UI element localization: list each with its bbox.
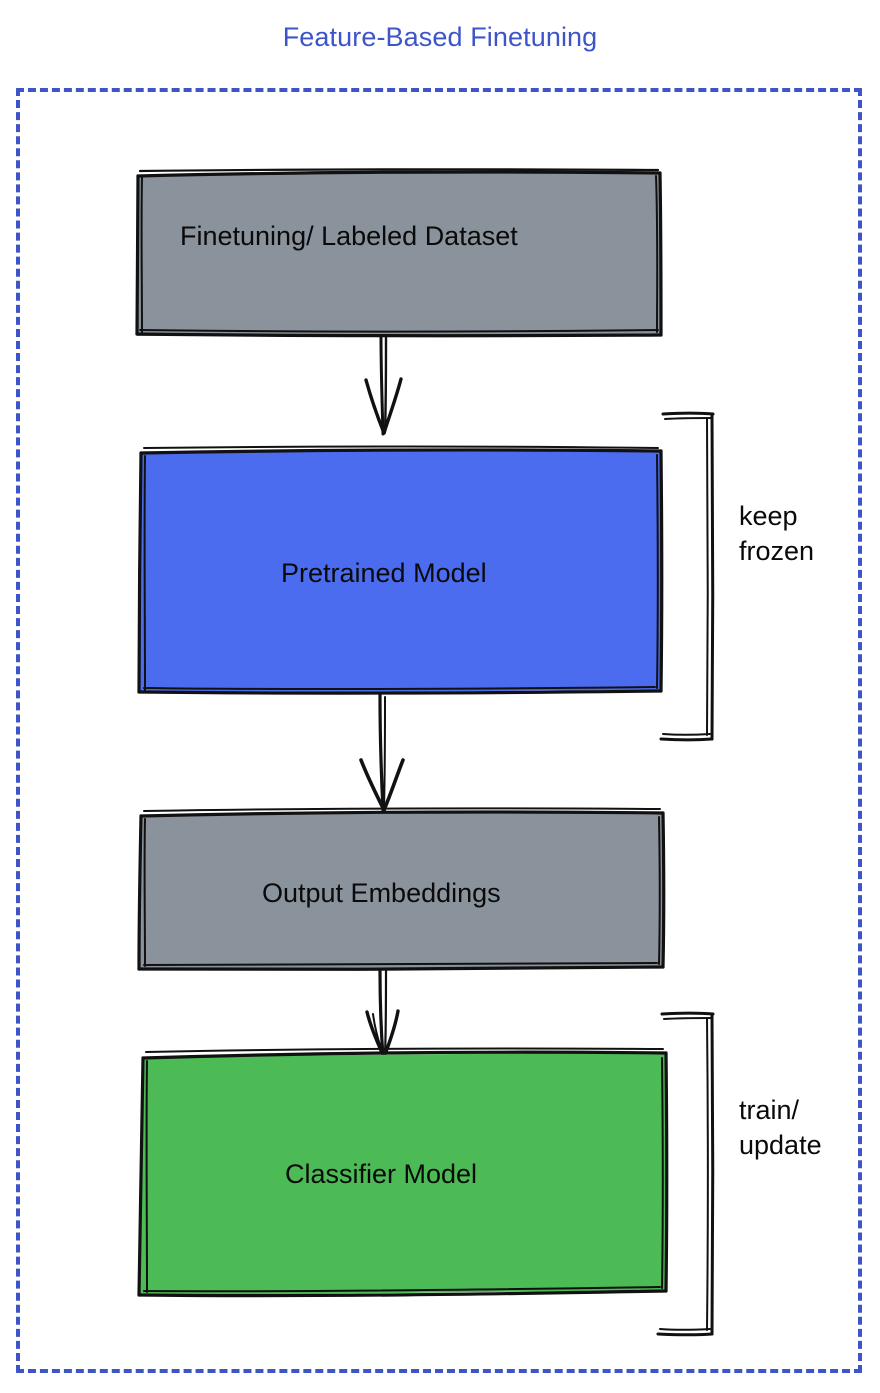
- node-label-output-embeddings: Output Embeddings: [262, 878, 501, 908]
- node-label-finetuning-dataset: Finetuning/ Labeled Dataset: [180, 221, 518, 251]
- annotation-train-update-line2: update: [739, 1129, 822, 1160]
- annotation-train-update-line1: train/: [739, 1095, 800, 1125]
- page-title: Feature-Based Finetuning: [282, 22, 598, 52]
- node-finetuning-dataset[interactable]: [135, 168, 663, 338]
- edge-dataset-to-pretrained-arrow: [364, 335, 403, 436]
- annotation-train-update: train/ update: [739, 1093, 822, 1162]
- annotation-keep-frozen-line1: keep: [739, 501, 798, 531]
- annotation-keep-frozen-line2: frozen: [739, 535, 815, 566]
- node-pretrained-model[interactable]: [137, 445, 664, 695]
- node-output-embeddings[interactable]: [137, 807, 666, 971]
- node-classifier-model[interactable]: [137, 1047, 669, 1298]
- bracket-keep-frozen: [659, 411, 715, 742]
- node-label-pretrained-model: Pretrained Model: [281, 558, 487, 588]
- node-label-classifier-model: Classifier Model: [285, 1159, 478, 1189]
- bracket-train-update: [656, 1011, 715, 1337]
- edge-embeddings-to-classifier-arrow: [365, 969, 400, 1059]
- annotation-keep-frozen: keep frozen: [739, 499, 814, 568]
- edge-pretrained-to-embeddings-arrow: [359, 693, 405, 812]
